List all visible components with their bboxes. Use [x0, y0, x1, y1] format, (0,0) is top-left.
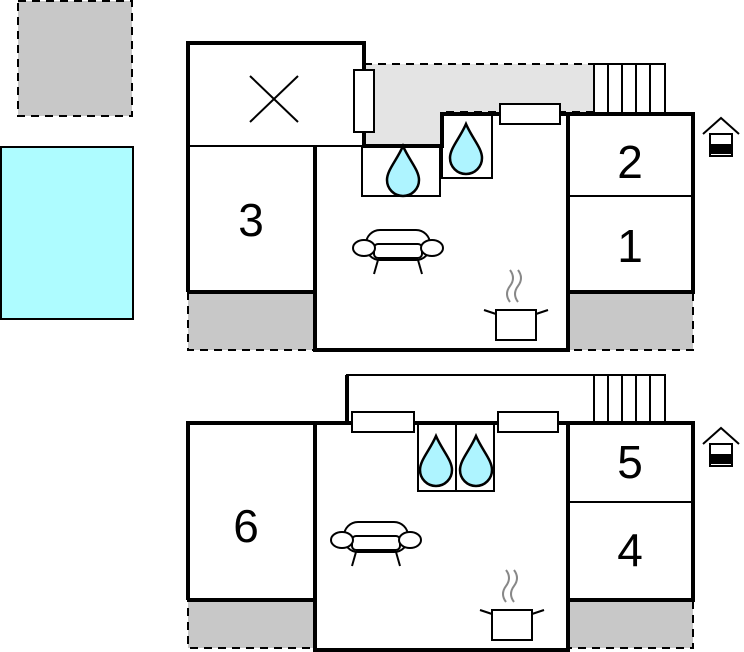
room-6-label: 6	[233, 500, 259, 552]
house-floor-marker	[710, 144, 732, 154]
pool	[0, 146, 134, 320]
terrace-floor1-left	[187, 291, 317, 351]
terrace-top-left	[17, 0, 133, 117]
room-5-label: 5	[617, 436, 643, 488]
terrace-floor2-left	[187, 599, 317, 649]
room-3-label: 3	[238, 194, 264, 246]
stairs-icon	[593, 374, 666, 424]
room-2-label: 2	[617, 136, 643, 188]
room-4-label: 4	[617, 524, 643, 576]
floor-2: 6 5 4	[186, 374, 740, 652]
terrace-floor1-right	[567, 291, 694, 351]
floor-1: 3 2 1	[186, 41, 740, 352]
house-floor-marker	[710, 454, 732, 464]
stairs-icon	[593, 63, 666, 115]
terrace-floor2-right	[567, 599, 694, 649]
room-1-label: 1	[617, 220, 643, 272]
